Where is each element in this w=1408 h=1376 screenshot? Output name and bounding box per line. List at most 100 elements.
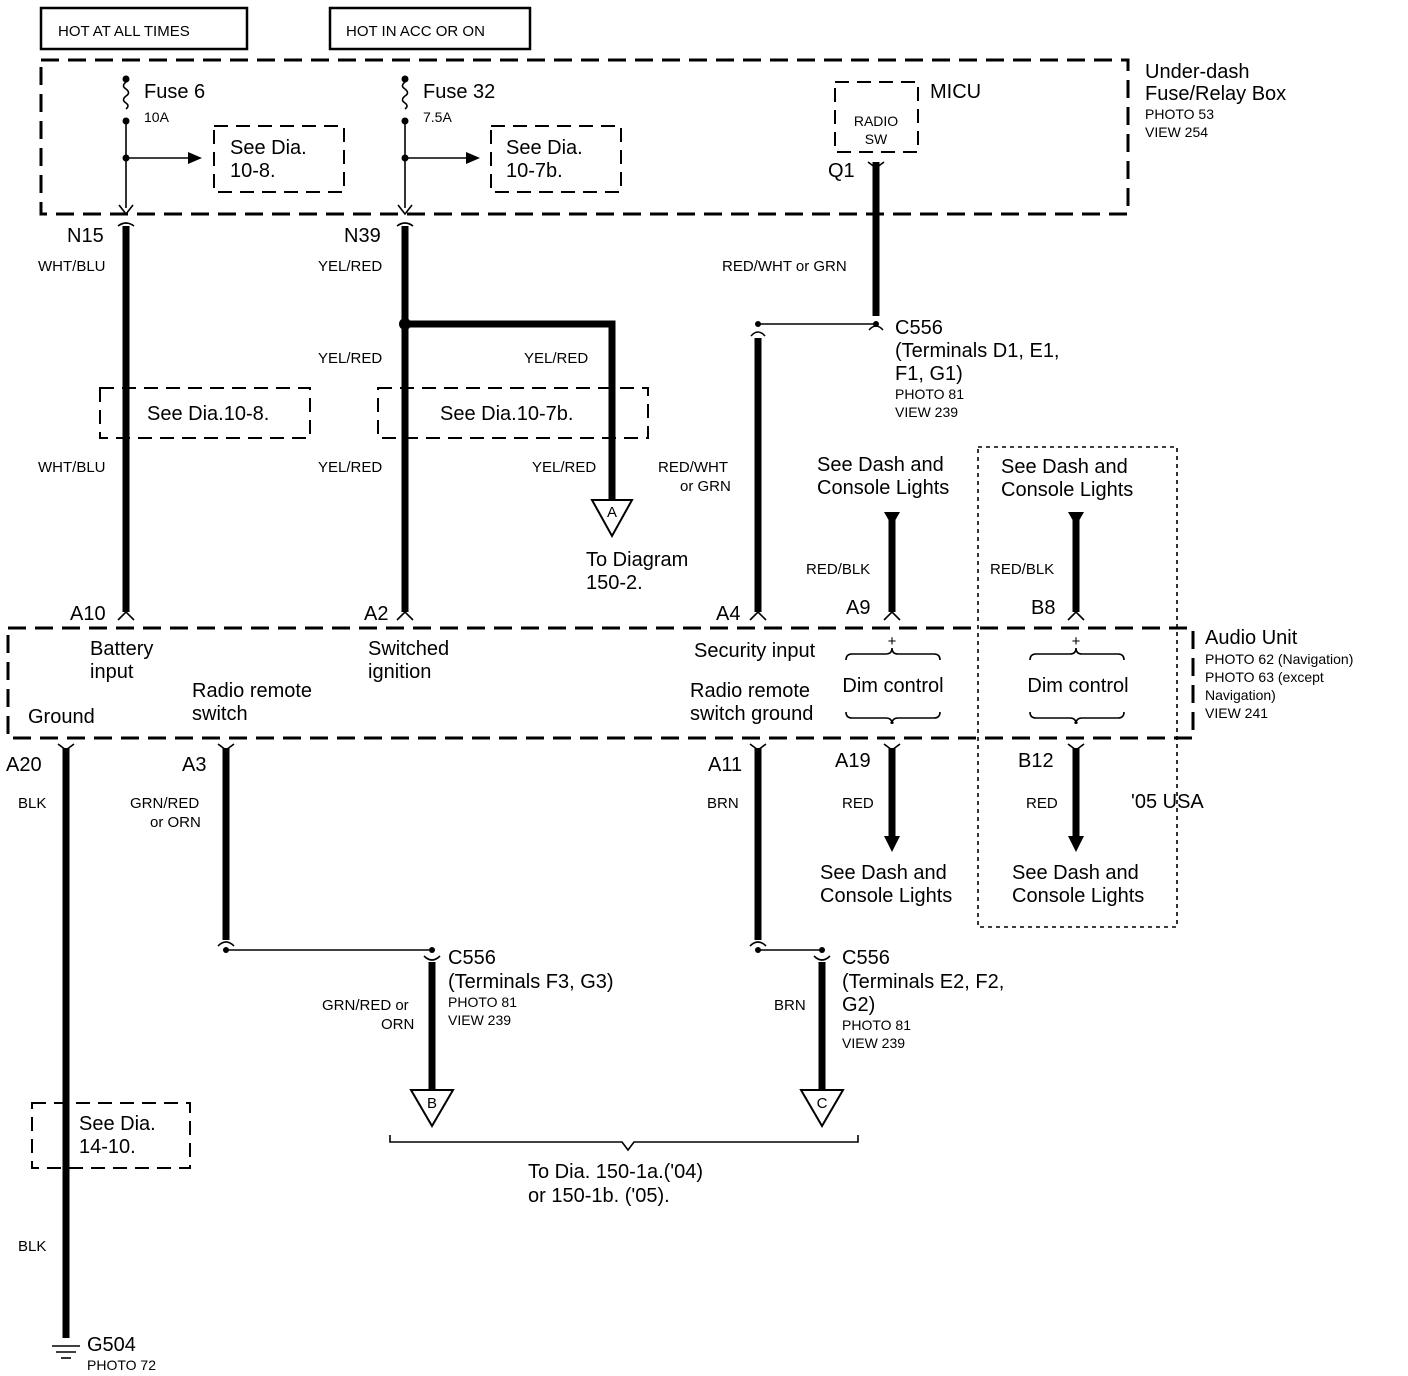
radio-remote-ground-l2: switch ground [690,703,813,725]
wire-label-brn-2: BRN [774,997,806,1014]
audio-unit-photo-1: PHOTO 62 (Navigation) [1205,651,1353,667]
wire-label-red-wht-grn: RED/WHT or GRN [722,258,847,275]
to-dia-150-1-l1: To Dia. 150-1a.('04) [528,1161,703,1183]
dash-lights-a9-l2: Console Lights [817,477,949,499]
connector-b-letter: B [427,1095,437,1112]
wire-label-brn-1: BRN [707,795,739,812]
wire-label-blk-2: BLK [18,1238,46,1255]
fuse-box-title-1: Under-dash [1145,61,1250,83]
dash-lights-a19-l2: Console Lights [820,885,952,907]
wire-label-blk-1: BLK [18,795,46,812]
wire-label-grn-red-or: GRN/RED or [322,997,409,1014]
a19-arrow [884,836,900,852]
fuse-32 [397,75,480,216]
wire-label-wht-blu-1: WHT/BLU [38,258,106,275]
a2-terminal [396,610,414,621]
wire-label-yel-red-5: YEL/RED [532,459,596,476]
fuse-box-title-2: Fuse/Relay Box [1145,83,1286,105]
pin-a3: A3 [182,754,206,776]
n39-connector [396,222,414,227]
a4-branch-connector [750,331,766,337]
switched-ignition-l1: Switched [368,638,449,660]
c556-e2-connector [813,955,831,961]
radio-remote-switch-l1: Radio remote [192,680,312,702]
pin-a4: A4 [716,603,740,625]
pin-a2: A2 [364,603,388,625]
c556-top-terminals-2: F1, G1) [895,363,963,385]
radio-remote-ground-l1: Radio remote [690,680,810,702]
a10-terminal [117,610,135,621]
c556-f3-name: C556 [448,947,496,969]
to-diagram-150-2-l2: 150-2. [586,572,643,594]
see-dia-10-7b-mid-box [377,387,649,439]
pin-a10: A10 [70,603,106,625]
c556-f3-pin [429,947,435,953]
battery-input-l1: Battery [90,638,153,660]
fuse-box-photo: PHOTO 53 [1145,106,1214,122]
c556-e2-name: C556 [842,947,890,969]
c556-top-photo: PHOTO 81 [895,386,964,402]
q1-terminal [867,161,885,169]
audio-unit-name: Audio Unit [1205,627,1298,649]
c556-f3-connector [423,955,441,961]
wire-label-or-grn: or GRN [680,478,731,495]
see-dia-14-10-l2: 14-10. [79,1136,136,1158]
a3-connector [217,941,235,947]
wire-label-yel-red-1: YEL/RED [318,258,382,275]
hot-in-acc-label: HOT IN ACC OR ON [346,23,485,40]
c556-e2-view: VIEW 239 [842,1035,905,1051]
pin-a20: A20 [6,754,42,776]
pin-n39: N39 [344,225,381,247]
wire-label-red-a19: RED [842,795,874,812]
audio-unit-box [6,626,1195,740]
b8-terminal [1067,610,1085,621]
ground-symbol-icon [52,1345,80,1359]
see-dia-10-8-box [213,125,345,193]
fuse-32-name: Fuse 32 [423,81,495,103]
c556-top-terminals-1: (Terminals D1, E1, [895,340,1060,362]
see-dia-14-10-box [31,1102,191,1169]
a4-terminal [749,610,767,621]
wire-label-yel-red-4: YEL/RED [524,350,588,367]
wire-label-red-blk-a9: RED/BLK [806,561,870,578]
fuse-6-name: Fuse 6 [144,81,205,103]
c556-f3-photo: PHOTO 81 [448,994,517,1010]
b12-arrow [1068,836,1084,852]
see-dia-10-8-l2: 10-8. [230,160,276,182]
usa-05-area [977,446,1178,928]
fuse-box-view: VIEW 254 [1145,124,1208,140]
dash-lights-b12-l2: Console Lights [1012,885,1144,907]
c556-e2-photo: PHOTO 81 [842,1017,911,1033]
switched-ignition-l2: ignition [368,661,431,683]
radio-sw-label-1: RADIO [854,113,898,129]
wire-label-red-b12: RED [1026,795,1058,812]
n15-connector [117,222,135,227]
audio-unit-photo-3: Navigation) [1205,687,1276,703]
ground-photo: PHOTO 72 [87,1357,156,1373]
a9-terminal [883,610,901,621]
dim-control-a-label: Dim control [842,675,943,697]
usa-05-label: '05 USA [1131,791,1204,813]
to-dia-150-1-l2: or 150-1b. ('05). [528,1185,670,1207]
pin-a19: A19 [835,750,871,772]
see-dia-14-10-l1: See Dia. [79,1113,156,1135]
wire-label-or-orn: or ORN [150,814,201,831]
wire-label-red-wht: RED/WHT [658,459,728,476]
to-dia-brace [389,1135,859,1152]
fuse-relay-box [39,58,1130,216]
pin-q1: Q1 [828,160,855,182]
dim-a-minus: - [890,714,895,731]
connector-b [409,1089,455,1128]
hot-at-all-times-box [39,6,249,51]
connector-a-letter: A [607,504,617,521]
c556-e2-terminals-1: (Terminals E2, F2, [842,971,1004,993]
see-dia-10-8-l1: See Dia. [230,137,307,159]
hot-at-all-times-label: HOT AT ALL TIMES [58,23,190,40]
dim-control-b-bracket [1029,647,1125,725]
fuse-32-rating: 7.5A [423,109,452,125]
fuse-6-rating: 10A [144,109,170,125]
a9-arrow [884,512,900,526]
pin-a11: A11 [708,754,742,776]
wire-label-red-blk-b8: RED/BLK [990,561,1054,578]
